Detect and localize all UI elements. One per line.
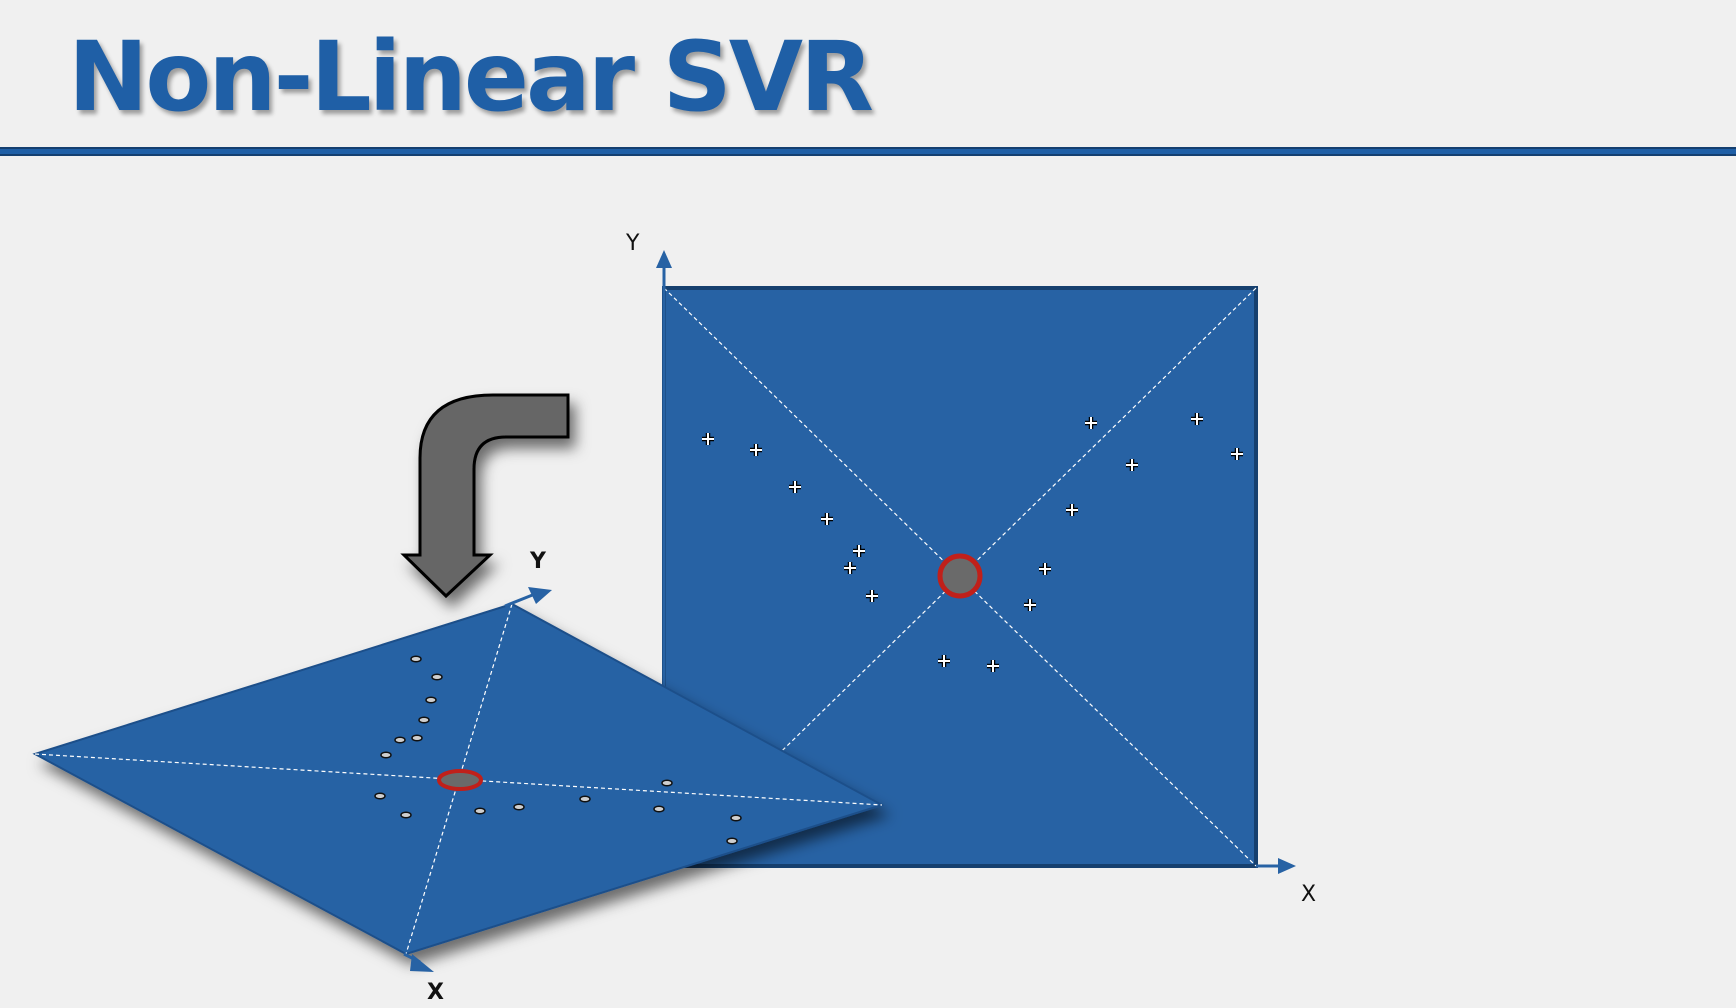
tilted-diagonal-horizontal [34,753,883,806]
front-plus-marker [866,590,878,602]
tilted-point-marker [418,716,430,724]
front-plus-marker [1039,563,1051,575]
tilted-point-marker [431,673,443,681]
tilted-y-axis [504,592,536,608]
front-plus-marker [1126,459,1138,471]
front-plus-marker [853,545,865,557]
front-plus-marker [938,655,950,667]
front-plus-marker [1191,413,1203,425]
tilted-point-marker [380,751,392,759]
tilted-y-axis-arrow-icon [528,587,552,604]
front-plus-marker [702,433,714,445]
front-plus-marker [1085,417,1097,429]
front-plus-marker [789,481,801,493]
tilted-x-axis-arrow-icon [410,954,434,972]
tilted-origin-ring [437,769,483,791]
tilted-point-marker [730,814,742,822]
front-plus-marker [1024,599,1036,611]
front-x-axis-arrow-icon [1278,858,1296,874]
front-x-axis-label: X [1301,882,1316,907]
tilted-plot: Y X [32,549,885,1005]
front-plus-marker [1231,448,1243,460]
tilted-point-marker [410,655,422,663]
tilted-point-marker [653,805,665,813]
curved-down-arrow-icon [400,393,570,599]
tilted-point-marker [400,811,412,819]
slide-title: Non-Linear SVR [68,21,874,133]
front-plus-marker [987,660,999,672]
tilted-point-marker [425,696,437,704]
tilted-y-axis-label: Y [529,549,547,574]
tilted-point-marker [513,803,525,811]
front-y-axis-arrow-icon [656,250,672,268]
tilted-point-marker [726,837,738,845]
tilted-point-marker [661,779,673,787]
front-plus-marker [1066,504,1078,516]
front-origin-ring [937,553,983,599]
tilted-point-marker [411,734,423,742]
tilted-point-marker [374,792,386,800]
tilted-point-marker [474,807,486,815]
tilted-point-marker [394,736,406,744]
tilted-x-axis-label: X [427,980,444,1005]
title-divider [0,147,1736,156]
tilted-point-marker [579,795,591,803]
front-y-axis-label: Y [625,231,640,256]
tilted-data-points [374,655,742,845]
front-plus-marker [750,444,762,456]
front-plus-marker [821,513,833,525]
front-data-points [702,413,1243,672]
front-plus-marker [844,562,856,574]
